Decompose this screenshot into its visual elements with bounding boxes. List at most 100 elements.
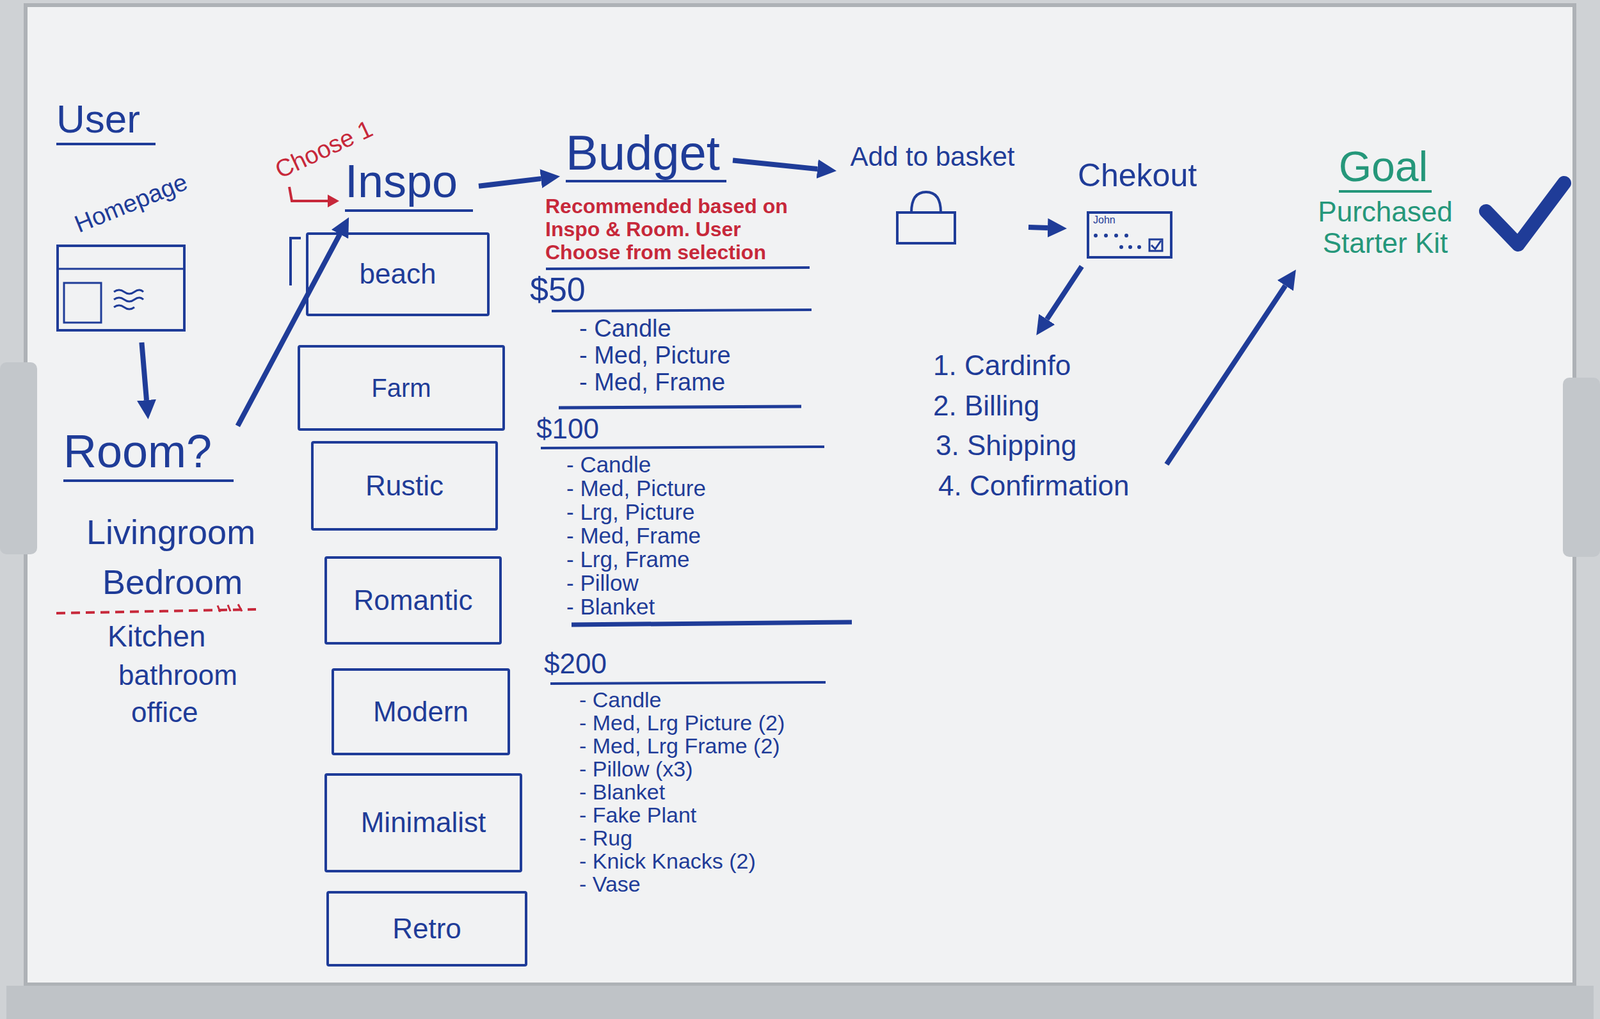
node-text: Rustic [365,469,444,503]
node-text: 4. Confirmation [938,469,1129,503]
card-checkbox [1149,239,1163,251]
room-option: Livingroom [86,512,256,552]
board-clip [0,362,38,555]
board-clip [1562,377,1600,557]
price-tier: $50 [529,272,586,306]
checkmark [1486,183,1565,245]
kit-item: - Rug [579,826,633,849]
kit-item: - Candle [579,688,662,711]
card-star [1093,233,1098,238]
webpage-text-squiggle [113,289,144,294]
kit-item: - Blanket [566,595,655,618]
label-anchor: - Blanket [579,780,665,803]
price-tier: $100 [536,414,600,443]
label-anchor: - Rug [579,826,633,849]
divider-line [540,446,825,448]
flow-arrow [1166,285,1286,464]
label-anchor: Livingroom [86,512,256,552]
kit-item: - Lrg, Frame [566,547,690,571]
label-anchor: - Lrg, Frame [566,547,690,571]
card-star [1114,233,1119,238]
checkout-steps-list: 1. Cardinfo2. Billing3. Shipping4. Confi… [928,337,1165,518]
node-text: Homepage [71,168,192,239]
card-icon [1088,212,1172,258]
kit-item: - Candle [579,316,672,341]
whiteboard-surface [25,5,1575,985]
room-option: Bedroom [102,561,243,602]
label-anchor: $50 [529,272,586,306]
marker-tray [6,985,1594,1019]
card-star [1104,233,1108,238]
webpage-image-box [64,282,102,323]
style-option-box: Modern [331,668,511,756]
card-check [1151,240,1161,249]
divider-line [550,682,826,684]
kit-item: - Fake Plant [579,803,697,826]
step-heading: Room? [60,422,237,485]
label-anchor: $200 [544,649,607,678]
basket-step: Add to basket [839,137,1026,250]
node-text: Farm [371,373,431,403]
label-anchor: bathroom [118,659,238,692]
flow-arrow [237,234,340,426]
label-anchor: - Med, Lrg Frame (2) [579,734,781,757]
label-anchor: John [1093,215,1116,226]
node-text: Retro [392,912,462,946]
step-heading: Inspo [342,152,476,215]
label-anchor: - Blanket [566,595,655,618]
flow-arrow [1028,224,1048,231]
label-anchor: - Med, Frame [579,369,726,395]
label-anchor: Kitchen [107,619,206,654]
label-anchor: User [56,96,156,146]
node-text: Add to basket [850,141,1016,173]
node-text: Inspo [344,154,473,212]
flow-arrow [732,160,818,170]
kit-item: - Lrg, Picture [566,500,695,523]
kit-item: - Pillow (x3) [579,757,694,780]
style-option-box: Rustic [311,440,498,531]
basket-icon [897,212,955,244]
node-text: Modern [373,695,469,729]
label-anchor: Choose 1 [272,135,377,164]
node-text: Minimalist [360,806,487,840]
flow-arrow [478,178,541,187]
node-text: 1. Cardinfo [933,349,1071,383]
card-star [1137,245,1142,249]
webpage-sketch [57,245,185,331]
kit-item: - Vase [579,872,641,895]
kit-item: - Candle [566,453,651,476]
bracket-mark [290,238,301,286]
style-option-box: beach [305,232,490,317]
divider-line [571,622,852,625]
label-anchor: - Candle [579,316,672,341]
divider-line [545,267,810,269]
step-heading: Budget [563,124,730,189]
node-text: 3. Shipping [935,429,1077,463]
node-text: Room? [63,424,234,482]
kit-item: - Med, Lrg Frame (2) [579,734,781,757]
node-text: Romantic [353,584,473,617]
style-option-box: Farm [297,344,505,431]
label-anchor: - Pillow [566,571,639,594]
webpage-header-line [57,268,185,271]
label-anchor: - Med, Frame [566,524,701,547]
card-star [1119,245,1124,249]
price-tier: $200 [544,649,607,678]
label-anchor: - Candle [566,453,651,476]
divider-line [551,309,812,312]
checkout-step: Chekout [1070,153,1205,264]
style-option-box: Retro [326,890,528,967]
divider-ticks [217,604,242,612]
label-anchor: - Med, Lrg Picture (2) [579,711,785,734]
room-option: bathroom [118,659,238,692]
goal-node: GoalPurchased Starter Kit [1294,142,1477,267]
style-option-box: Romantic [324,556,502,645]
homepage-node: Homepage [51,171,202,340]
node-text: Chekout [1077,157,1197,195]
node-text: Goal [1338,144,1432,193]
room-option: Kitchen [107,619,206,654]
hook-arrow [289,186,329,201]
label-anchor: - Med, Picture [566,476,706,500]
